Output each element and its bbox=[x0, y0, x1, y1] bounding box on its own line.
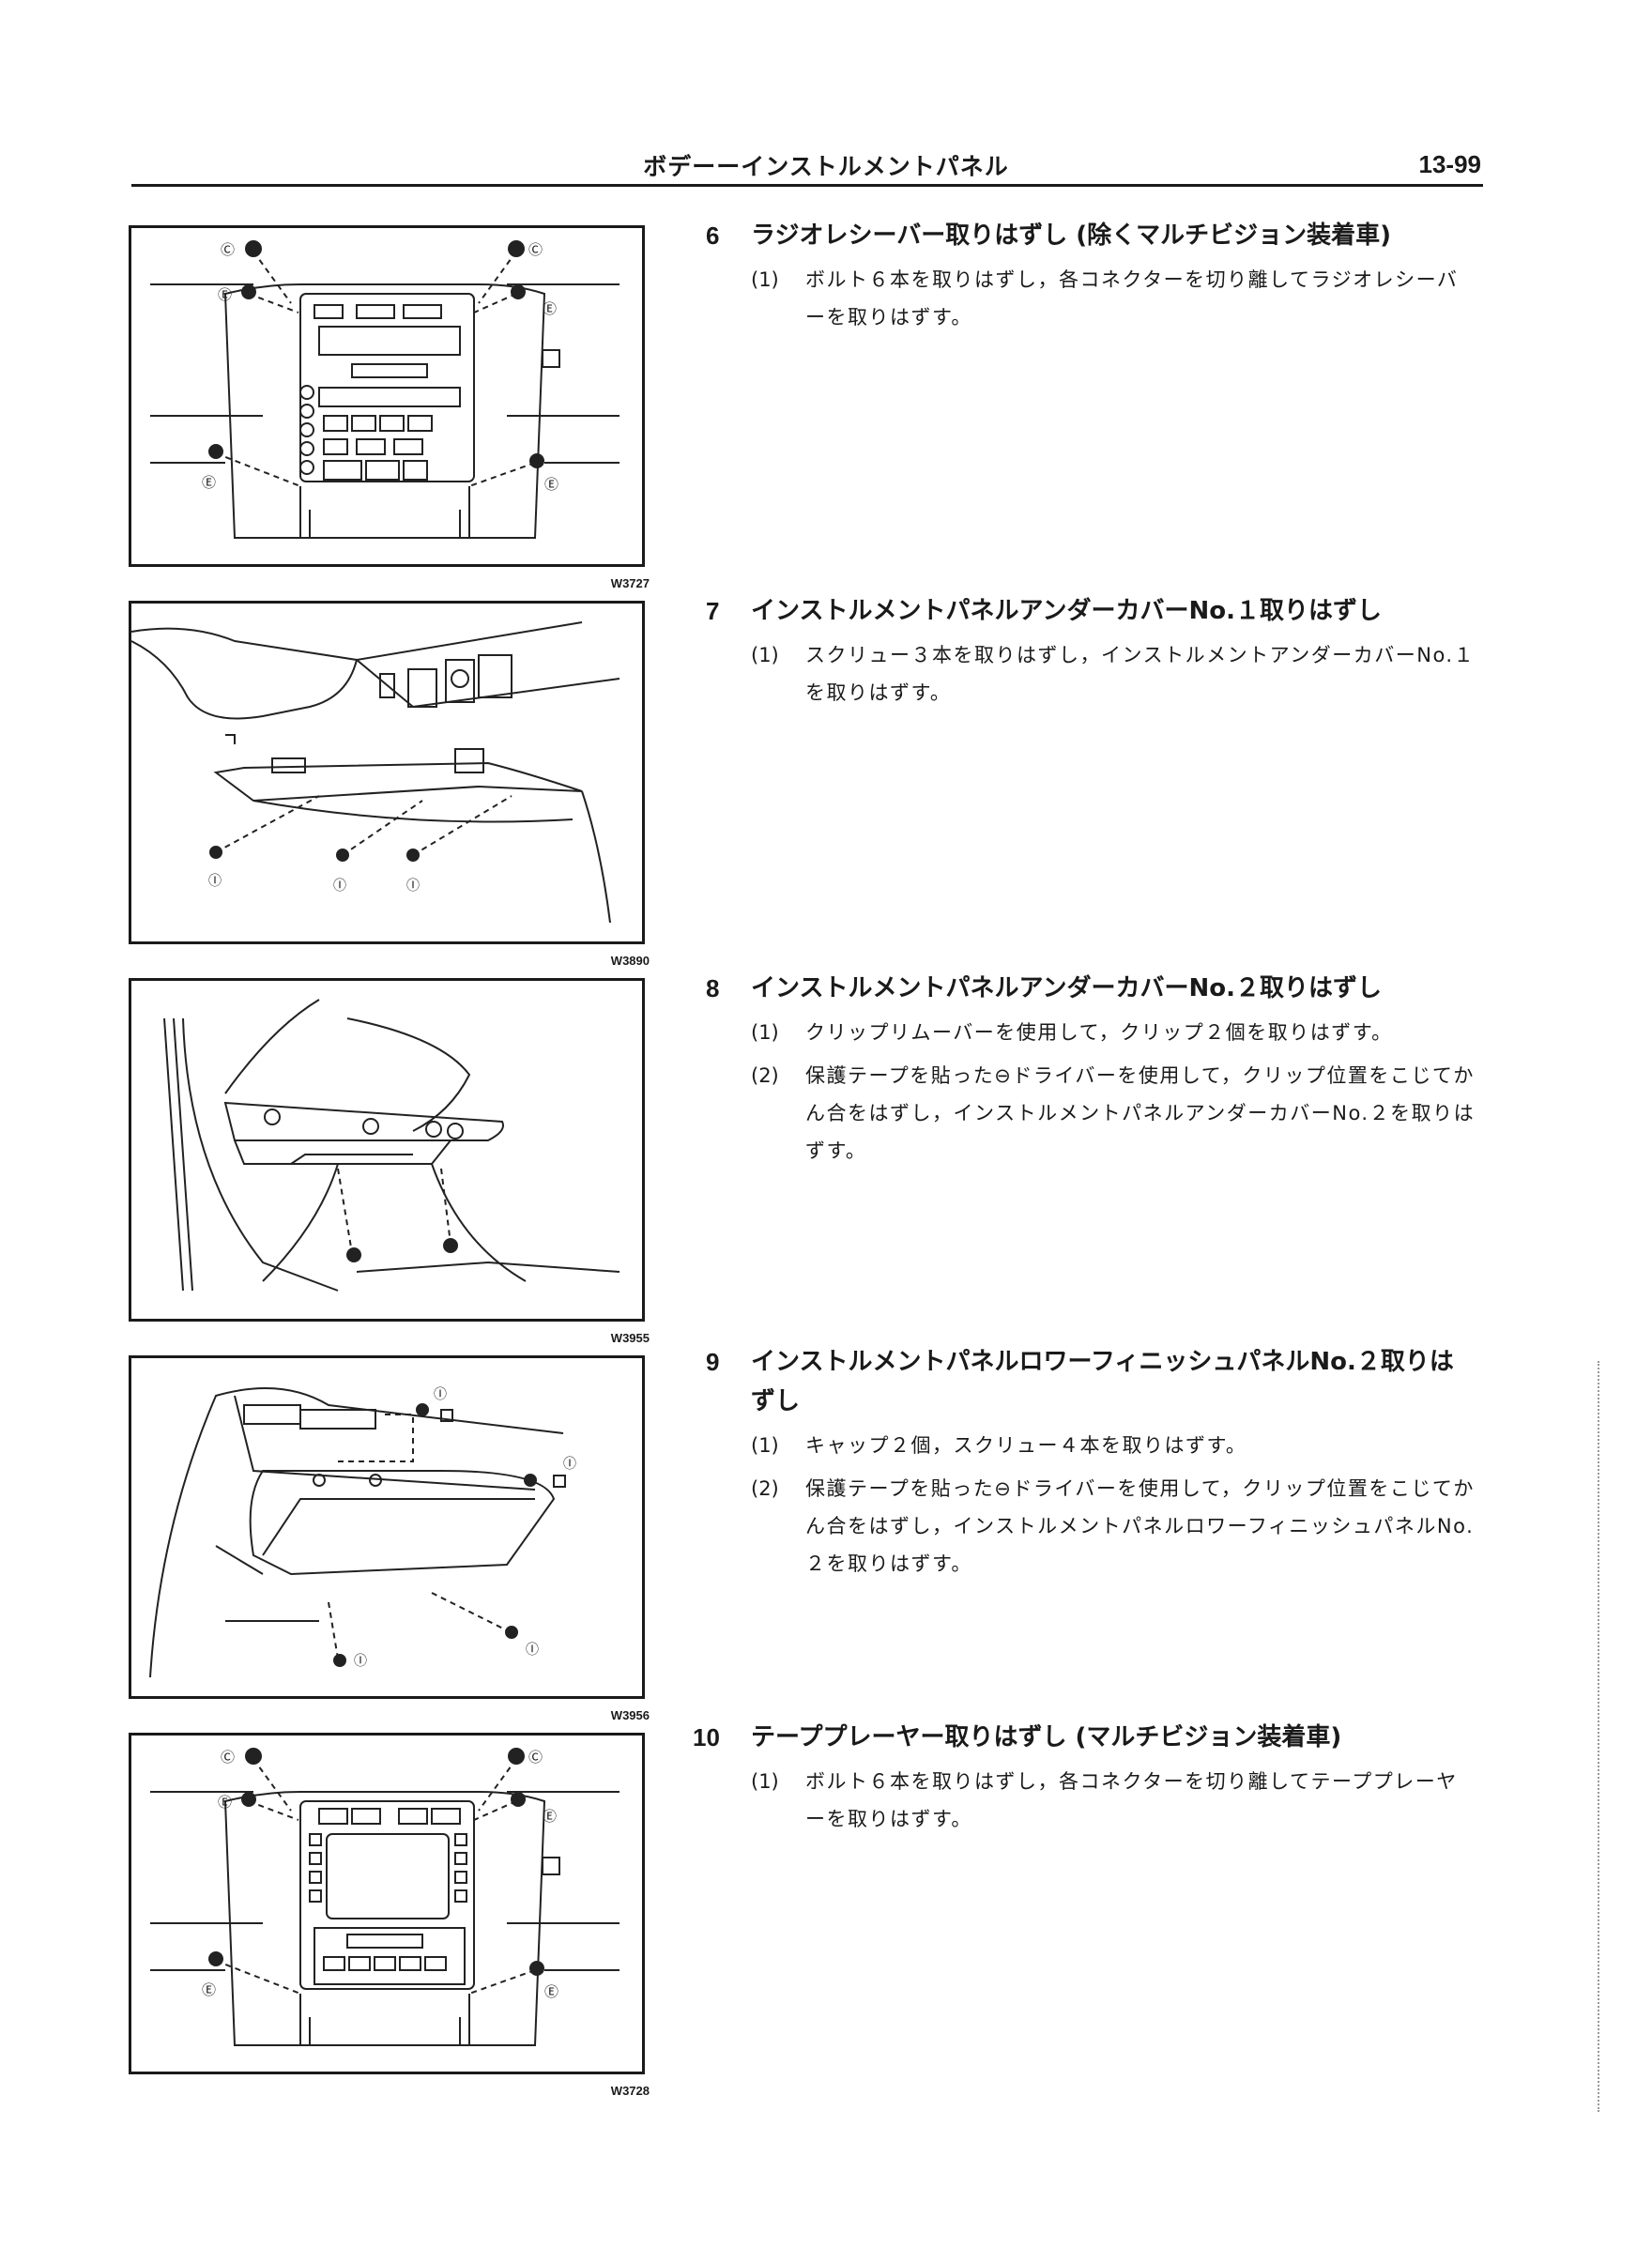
sub-step-text: キャップ２個，スクリュー４本を取りはずす。 bbox=[805, 1434, 1247, 1457]
step-title: インストルメントパネルアンダーカバーNo.１取りはずし bbox=[751, 597, 1382, 625]
figure-code: W3955 bbox=[610, 1331, 650, 1345]
figure-under-cover-1: W3890 Ⓘ Ⓘ Ⓘ bbox=[129, 601, 650, 968]
callout-i: Ⓘ bbox=[563, 1457, 576, 1472]
callout-i: Ⓘ bbox=[354, 1654, 367, 1669]
sub-step-number: (2) bbox=[751, 1477, 779, 1500]
sub-step: (1) スクリュー３本を取りはずし，インストルメントアンダーカバーNo.１を取り… bbox=[751, 636, 1476, 711]
sub-step: (2) 保護テープを貼った⊖ドライバーを使用して，クリップ位置をこじてかん合をは… bbox=[751, 1057, 1476, 1170]
callout-c: Ⓒ bbox=[528, 241, 543, 258]
figure-code: W3890 bbox=[610, 954, 650, 968]
callout-i: Ⓘ bbox=[434, 1387, 447, 1402]
callout-e: Ⓔ bbox=[202, 1981, 217, 1998]
sub-step: (1) ボルト６本を取りはずし，各コネクターを切り離してテーププレーヤーを取りは… bbox=[751, 1763, 1476, 1838]
step-number: 6 bbox=[706, 222, 720, 250]
under-cover-2-illustration bbox=[163, 999, 620, 1292]
lower-finish-panel-2-illustration bbox=[149, 1387, 566, 1678]
callout-e: Ⓔ bbox=[202, 474, 217, 491]
sub-step: (1) ボルト６本を取りはずし，各コネクターを切り離してラジオレシーバーを取りは… bbox=[751, 261, 1476, 336]
step-number: 7 bbox=[706, 597, 720, 625]
step-8: 8 インストルメントパネルアンダーカバーNo.２取りはずし (1) クリップリム… bbox=[706, 969, 1476, 1170]
figure-code: W3728 bbox=[610, 2084, 650, 2098]
step-number: 10 bbox=[693, 1723, 720, 1751]
step-title: ラジオレシーバー取りはずし (除くマルチビジョン装着車) bbox=[751, 222, 1392, 250]
sub-step: (2) 保護テープを貼った⊖ドライバーを使用して，クリップ位置をこじてかん合をは… bbox=[751, 1470, 1476, 1583]
figure-under-cover-2: W3955 bbox=[129, 978, 650, 1345]
sub-step-text: ボルト６本を取りはずし，各コネクターを切り離してテーププレーヤーを取りはずす。 bbox=[805, 1770, 1458, 1830]
figure-tape-player: W3728 Ⓒ Ⓒ Ⓔ Ⓔ Ⓔ Ⓔ bbox=[129, 1733, 650, 2098]
figure-code: W3727 bbox=[610, 576, 650, 590]
callout-e: Ⓔ bbox=[218, 286, 233, 303]
step-title: インストルメントパネルアンダーカバーNo.２取りはずし bbox=[751, 974, 1382, 1002]
callout-c: Ⓒ bbox=[221, 1749, 236, 1766]
sub-step-number: (1) bbox=[751, 268, 779, 291]
callout-e: Ⓔ bbox=[544, 476, 559, 493]
header-rule bbox=[131, 184, 1483, 187]
callout-i: Ⓘ bbox=[208, 874, 222, 889]
sub-step-number: (1) bbox=[751, 644, 779, 666]
callout-e: Ⓔ bbox=[218, 1794, 233, 1811]
step-10: 10 テーププレーヤー取りはずし (マルチビジョン装着車) (1) ボルト６本を… bbox=[693, 1718, 1476, 1838]
step-title: テーププレーヤー取りはずし (マルチビジョン装着車) bbox=[751, 1723, 1342, 1751]
figure-code: W3956 bbox=[610, 1708, 650, 1722]
callout-e: Ⓔ bbox=[544, 1983, 559, 2000]
figure-radio-receiver: W3727 Ⓒ Ⓒ Ⓔ Ⓔ Ⓔ Ⓔ bbox=[129, 225, 650, 590]
sub-step-text: ボルト６本を取りはずし，各コネクターを切り離してラジオレシーバーを取りはずす。 bbox=[805, 268, 1459, 329]
sub-step-number: (1) bbox=[751, 1021, 779, 1044]
under-cover-1-illustration bbox=[131, 621, 620, 924]
scan-margin-dots bbox=[1598, 1361, 1599, 2112]
sub-step-text: 保護テープを貼った⊖ドライバーを使用して，クリップ位置をこじてかん合をはずし，イ… bbox=[805, 1477, 1475, 1575]
callout-c: Ⓒ bbox=[221, 241, 236, 258]
sub-step-text: クリップリムーバーを使用して，クリップ２個を取りはずす。 bbox=[805, 1021, 1393, 1044]
step-6: 6 ラジオレシーバー取りはずし (除くマルチビジョン装着車) (1) ボルト６本… bbox=[706, 216, 1476, 336]
step-number: 8 bbox=[706, 974, 720, 1002]
callout-i: Ⓘ bbox=[406, 879, 420, 894]
step-number: 9 bbox=[706, 1348, 720, 1376]
sub-step-text: 保護テープを貼った⊖ドライバーを使用して，クリップ位置をこじてかん合をはずし，イ… bbox=[805, 1064, 1476, 1162]
page-number: 13-99 bbox=[1418, 150, 1482, 178]
sub-step-text: スクリュー３本を取りはずし，インストルメントアンダーカバーNo.１を取りはずす。 bbox=[805, 644, 1476, 704]
callout-e: Ⓔ bbox=[543, 1808, 558, 1825]
radio-receiver-illustration bbox=[150, 240, 620, 539]
sub-step-number: (1) bbox=[751, 1434, 779, 1457]
page-header-title: ボデーーインストルメントパネル bbox=[643, 153, 1009, 180]
tape-player-illustration bbox=[150, 1748, 620, 2046]
sub-step-number: (2) bbox=[751, 1064, 779, 1087]
step-9: 9 インストルメントパネルロワーフィニッシュパネルNo.２取りはずし (1) キ… bbox=[706, 1342, 1476, 1583]
callout-i: Ⓘ bbox=[526, 1643, 539, 1658]
figure-lower-finish-panel-2: W3956 Ⓘ Ⓘ Ⓘ Ⓘ bbox=[129, 1355, 650, 1722]
callout-c: Ⓒ bbox=[528, 1749, 543, 1766]
callout-e: Ⓔ bbox=[543, 300, 558, 317]
sub-step: (1) キャップ２個，スクリュー４本を取りはずす。 bbox=[751, 1427, 1476, 1464]
step-title: インストルメントパネルロワーフィニッシュパネルNo.２取りはずし bbox=[751, 1348, 1454, 1415]
step-7: 7 インストルメントパネルアンダーカバーNo.１取りはずし (1) スクリュー３… bbox=[706, 591, 1476, 711]
sub-step: (1) クリップリムーバーを使用して，クリップ２個を取りはずす。 bbox=[751, 1014, 1476, 1051]
callout-i: Ⓘ bbox=[333, 879, 346, 894]
sub-step-number: (1) bbox=[751, 1770, 779, 1793]
